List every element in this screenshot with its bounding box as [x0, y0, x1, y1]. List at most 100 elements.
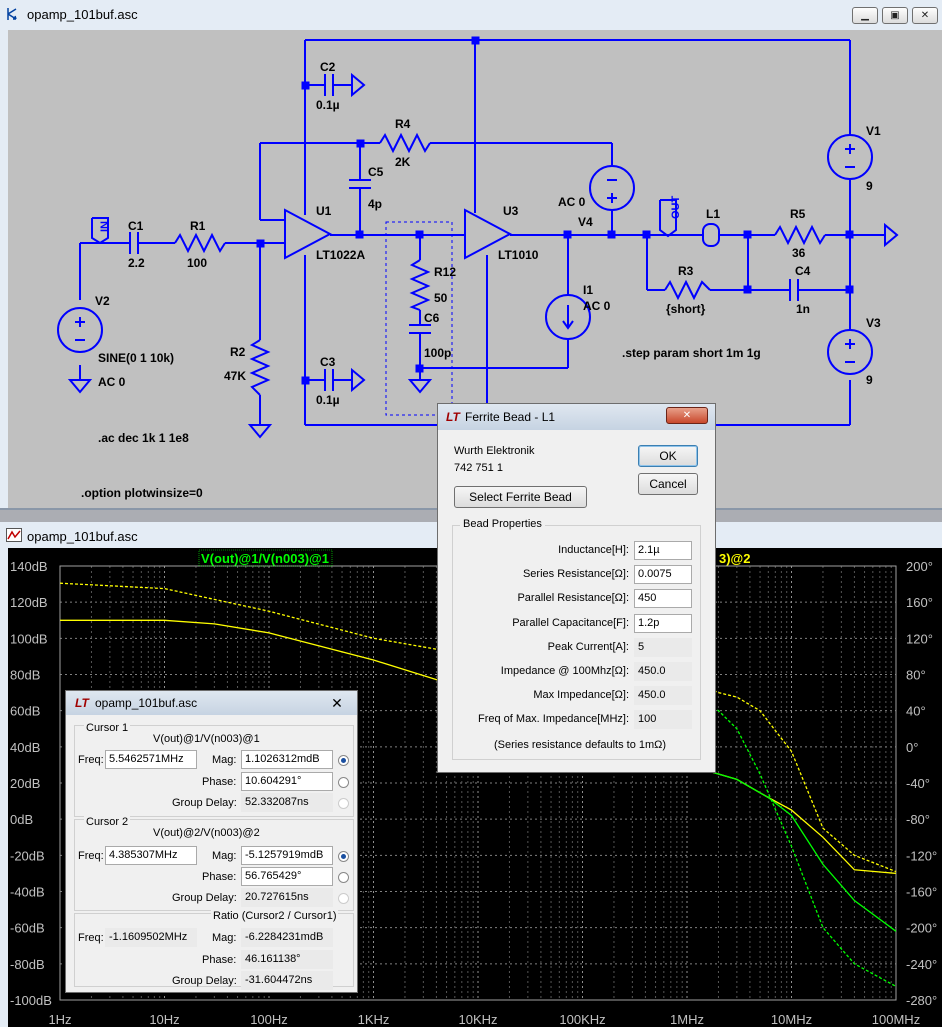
v2-label[interactable]: V2	[95, 294, 110, 308]
u3-value[interactable]: LT1010	[498, 248, 539, 262]
cursor1-gd-label: Group Delay:	[172, 797, 237, 809]
bead-prop-field[interactable]: 0.0075	[634, 565, 692, 585]
cursor1-mag-radio[interactable]	[338, 755, 349, 766]
bead-prop-field[interactable]: 2.1µ	[634, 541, 692, 560]
cursor2-freq-field[interactable]: 4.385307MHz	[105, 846, 197, 865]
v3-label[interactable]: V3	[866, 316, 881, 330]
close-button[interactable]: ✕	[912, 7, 938, 24]
u1-label[interactable]: U1	[316, 204, 332, 218]
series-line-3[interactable]	[686, 692, 897, 987]
x-tick-label: 1KHz	[358, 1012, 390, 1027]
c1-label[interactable]: C1	[128, 219, 144, 233]
y-right-tick-label: 120°	[906, 631, 933, 646]
trace2-label[interactable]: 3)@2	[719, 551, 750, 566]
step-directive[interactable]: .step param short 1m 1g	[622, 346, 761, 360]
ok-button[interactable]: OK	[638, 445, 698, 467]
r3-label[interactable]: R3	[678, 264, 694, 278]
schematic-titlebar[interactable]: opamp_101buf.asc ▁ ▣ ✕	[0, 0, 942, 28]
restore-button[interactable]: ▣	[882, 7, 908, 24]
l1-label[interactable]: L1	[706, 207, 720, 221]
v4-ac[interactable]: AC 0	[558, 195, 586, 209]
bead-dialog-titlebar[interactable]: LT Ferrite Bead - L1 ✕	[438, 404, 715, 430]
minimize-button[interactable]: ▁	[852, 7, 878, 24]
cancel-button[interactable]: Cancel	[638, 473, 698, 495]
select-ferrite-bead-button[interactable]: Select Ferrite Bead	[454, 486, 587, 508]
bead-prop-field: 5	[634, 637, 692, 657]
y-right-tick-label: 160°	[906, 595, 933, 610]
ratio-freq-label: Freq:	[78, 932, 104, 944]
series-line-2[interactable]	[686, 764, 897, 932]
r4-value[interactable]: 2K	[395, 155, 411, 169]
i1-label[interactable]: I1	[583, 283, 593, 297]
option-directive[interactable]: .option plotwinsize=0	[81, 486, 203, 500]
r2-value[interactable]: 47K	[224, 369, 246, 383]
y-right-tick-label: -80°	[906, 812, 930, 827]
cursor2-mag-field[interactable]: -5.1257919mdB	[241, 846, 333, 865]
y-right-tick-label: 80°	[906, 668, 926, 683]
cursor2-phase-label: Phase:	[202, 871, 237, 883]
v2-ac[interactable]: AC 0	[98, 375, 126, 389]
bead-prop-field[interactable]: 1.2p	[634, 613, 692, 633]
r2-label[interactable]: R2	[230, 345, 246, 359]
i1-ac[interactable]: AC 0	[583, 299, 611, 313]
r4-label[interactable]: R4	[395, 117, 411, 131]
cursor-dialog-close[interactable]: ✕	[331, 695, 343, 711]
u1-value[interactable]: LT1022A	[316, 248, 365, 262]
r1-label[interactable]: R1	[190, 219, 206, 233]
cursor1-phase-field[interactable]: 10.604291°	[241, 772, 333, 791]
cursor2-phase-field[interactable]: 56.765429°	[241, 867, 333, 886]
bead-properties-title: Bead Properties	[460, 518, 545, 530]
c2-label[interactable]: C2	[320, 60, 336, 74]
bead-dialog-close[interactable]: ✕	[666, 407, 708, 424]
v4-label[interactable]: V4	[578, 215, 593, 229]
y-left-tick-label: 100dB	[10, 631, 48, 646]
v1-value[interactable]: 9	[866, 179, 873, 193]
y-left-tick-label: 0dB	[10, 812, 33, 827]
x-tick-label: 1MHz	[670, 1012, 704, 1027]
c5-label[interactable]: C5	[368, 165, 384, 179]
cursor1-gd-radio[interactable]	[338, 798, 349, 809]
c2-value[interactable]: 0.1µ	[316, 98, 340, 112]
ratio-phase-field: 46.161138°	[241, 950, 333, 969]
y-right-tick-label: -280°	[906, 993, 937, 1008]
cursor1-mag-field[interactable]: 1.1026312mdB	[241, 750, 333, 769]
r3-value[interactable]: {short}	[666, 302, 706, 316]
cursor2-phase-radio[interactable]	[338, 872, 349, 883]
plot-titlebar[interactable]: opamp_101buf.asc	[0, 522, 942, 550]
cursor1-phase-radio[interactable]	[338, 777, 349, 788]
cursor2-mag-radio[interactable]	[338, 851, 349, 862]
v1-label[interactable]: V1	[866, 124, 881, 138]
v3-value[interactable]: 9	[866, 373, 873, 387]
r5-value[interactable]: 36	[792, 246, 806, 260]
y-left-tick-label: 80dB	[10, 668, 40, 683]
schematic-canvas[interactable]: IN OUT C1 2.2 R1 100 R2 47K V2 SINE(0 1 …	[8, 30, 942, 508]
cursor-dialog-titlebar[interactable]: LT opamp_101buf.asc ✕	[66, 691, 357, 715]
x-tick-label: 10Hz	[149, 1012, 179, 1027]
c6-value[interactable]: 100p	[424, 346, 451, 360]
y-right-tick-label: -240°	[906, 957, 937, 972]
in-port-label: IN	[99, 221, 111, 232]
bead-prop-field[interactable]: 450	[634, 589, 692, 609]
c3-label[interactable]: C3	[320, 355, 336, 369]
y-left-tick-label: 60dB	[10, 704, 40, 719]
c1-value[interactable]: 2.2	[128, 256, 145, 270]
v2-value[interactable]: SINE(0 1 10k)	[98, 351, 174, 365]
c4-value[interactable]: 1n	[796, 302, 810, 316]
c5-value[interactable]: 4p	[368, 197, 382, 211]
c4-label[interactable]: C4	[795, 264, 811, 278]
u3-label[interactable]: U3	[503, 204, 519, 218]
r1-value[interactable]: 100	[187, 256, 207, 270]
c6-label[interactable]: C6	[424, 311, 440, 325]
bead-prop-field: 100	[634, 710, 692, 730]
r12-value[interactable]: 50	[434, 291, 448, 305]
trace1-label[interactable]: V(out)@1/V(n003)@1	[201, 551, 329, 566]
cursor2-gd-radio[interactable]	[338, 893, 349, 904]
y-right-tick-label: -160°	[906, 885, 937, 900]
c3-value[interactable]: 0.1µ	[316, 393, 340, 407]
r5-label[interactable]: R5	[790, 207, 806, 221]
ratio-phase-label: Phase:	[202, 954, 237, 966]
r12-label[interactable]: R12	[434, 265, 456, 279]
cursor1-freq-field[interactable]: 5.5462571MHz	[105, 750, 197, 769]
ac-directive[interactable]: .ac dec 1k 1 1e8	[98, 431, 189, 445]
bead-manufacturer: Wurth Elektronik	[454, 445, 535, 457]
